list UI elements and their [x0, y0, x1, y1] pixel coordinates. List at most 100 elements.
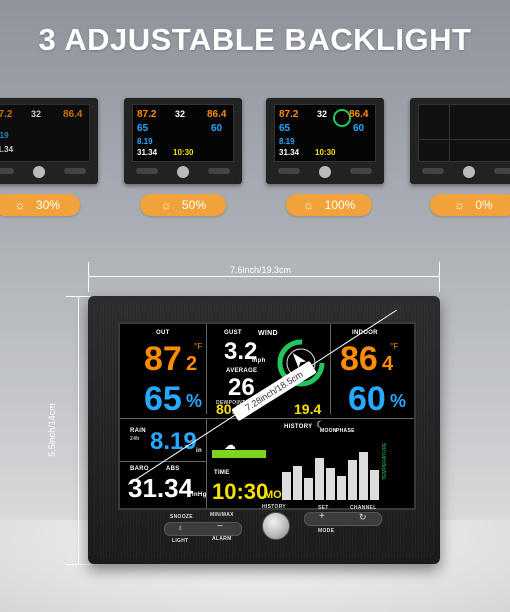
gust-speed: 3.2: [224, 338, 258, 365]
out-label: OUT: [156, 330, 170, 336]
average-label: AVERAGE: [226, 368, 258, 374]
sun-icon: ☼: [303, 198, 315, 212]
baro-unit: inHg: [192, 492, 207, 498]
abs-label: ABS: [166, 466, 180, 472]
backlight-label: 0%: [475, 198, 493, 212]
height-dimension-tick-top: [66, 296, 90, 297]
moon-icon: ☾: [316, 420, 325, 431]
sun-icon: ☼: [453, 198, 465, 212]
thumb-screen-off: [418, 104, 510, 162]
thumb-indoor-temp: 86.4: [63, 109, 83, 120]
snooze-label: SNOOZE: [170, 514, 193, 520]
backlight-pill-100: ☼100%: [286, 194, 372, 216]
thumb-time: 10:30: [173, 148, 194, 157]
history-label: HISTORY: [284, 424, 313, 430]
time-value: 10:30: [212, 479, 269, 504]
thumb-out-temp: 87.2: [0, 109, 13, 120]
minmax-label: MIN/MAX: [210, 512, 234, 518]
indoor-humidity-unit: %: [390, 391, 407, 411]
indoor-label: INDOOR: [352, 330, 378, 336]
backlight-pill-30: ☼ 30%: [0, 194, 80, 216]
out-humidity: 65: [144, 380, 182, 418]
history-knob-button[interactable]: [262, 512, 290, 540]
backlight-pill-0: ☼ 0%: [430, 194, 510, 216]
sun-icon: ☼: [14, 198, 26, 212]
thumb-rain: 8.19: [137, 137, 153, 146]
backlight-label: 50%: [181, 198, 207, 212]
divider: [330, 324, 331, 414]
thumb-humidity: 65: [279, 123, 291, 134]
mode-label: MODE: [318, 528, 335, 534]
indoor-temp-unit: °F: [390, 342, 399, 351]
feels-value: 19.4: [294, 401, 322, 417]
divider: [120, 418, 414, 419]
minus-icon: −: [217, 521, 223, 532]
baro-label: BARO: [130, 466, 149, 472]
phase-label: PHASE: [336, 428, 355, 434]
rain-label: RAIN: [130, 428, 146, 434]
rain-value: 8.19: [150, 428, 197, 455]
thumb-baro: 31.34: [279, 148, 300, 157]
backlight-label: 30%: [35, 198, 61, 212]
divider: [206, 418, 207, 508]
height-dimension-line: [78, 296, 79, 564]
device-screen: OUT 87 2 °F 65 % GUST WIND 3.2 mph AVERA…: [118, 322, 416, 510]
thumb-screen: 87.2 32 86.4 65 60 8.19 31.34 10:30: [132, 104, 234, 162]
light-label: LIGHT: [172, 538, 189, 544]
thumb-baro: 31.34: [137, 148, 158, 157]
bulb-icon: ♁: [177, 523, 183, 532]
width-dimension-label: 7.6inch/19.3cm: [230, 265, 292, 275]
thumb-baro: 31.34: [0, 145, 14, 154]
grass-graphic: [212, 450, 266, 458]
thumb-rain: 8.19: [0, 131, 9, 140]
weather-icon: ☁: [224, 438, 236, 452]
gust-unit: mph: [252, 358, 266, 364]
average-wind: 26: [228, 374, 255, 401]
height-dimension-label: 5.5inch/14cm: [47, 403, 57, 457]
thumbnail-0: [410, 98, 510, 184]
refresh-icon: ↻: [359, 512, 367, 522]
baro-value: 31.34: [128, 473, 194, 503]
out-humidity-unit: %: [186, 391, 203, 411]
moon-label: MOON: [320, 428, 337, 434]
history-bar-graph: [282, 452, 379, 500]
thumb-indoor-hum: 60: [353, 123, 365, 134]
rain-unit: in: [196, 448, 202, 454]
gust-label: GUST: [224, 330, 242, 336]
headline: 3 ADJUSTABLE BACKLIGHT: [38, 22, 472, 57]
thumb-out-temp: 87.2: [137, 109, 157, 120]
thumb-indoor-temp: 86.4: [349, 109, 369, 120]
thumb-indoor-temp: 86.4: [207, 109, 227, 120]
height-dimension-tick-bottom: [66, 564, 90, 565]
width-dimension-tick-right: [439, 262, 440, 292]
thumb-knob: [319, 166, 331, 178]
thumb-wind: 32: [31, 109, 42, 119]
thumb-knob: [33, 166, 45, 178]
wind-label: WIND: [258, 330, 278, 337]
thumb-knob: [177, 166, 189, 178]
thumb-humidity: 65: [137, 123, 149, 134]
thumbnail-30: 87.2 32 86.4 8.19 31.34: [0, 98, 98, 184]
indoor-temperature: 86: [340, 340, 378, 378]
width-dimension-tick-left: [88, 262, 89, 292]
time-label: TIME: [214, 470, 230, 476]
thumb-wind: 32: [175, 109, 186, 119]
dewpoint-label: DEWPOINT: [216, 400, 246, 406]
history-button-label: HISTORY: [262, 504, 287, 510]
indoor-humidity: 60: [348, 380, 386, 418]
thumb-knob: [463, 166, 475, 178]
thumb-indoor-hum: 60: [211, 123, 223, 134]
rain-sub: 24h: [130, 436, 140, 442]
out-temp-unit: °F: [194, 342, 203, 351]
set-label: SET: [318, 505, 329, 511]
thumb-rain: 8.19: [279, 137, 295, 146]
side-temperature-label: TEMPERATURE: [382, 442, 388, 480]
indoor-temperature-decimal: 4: [382, 353, 394, 375]
divider: [206, 324, 207, 414]
set-channel-button[interactable]: + ↻: [304, 511, 382, 526]
thumbnail-100: 87.2 32 86.4 65 60 8.19 31.34 10:30: [266, 98, 384, 184]
alarm-label: ALARM: [212, 536, 232, 542]
light-snooze-button[interactable]: ♁ −: [164, 521, 242, 536]
thumb-wind: 32: [317, 109, 328, 119]
thumbnail-50: 87.2 32 86.4 65 60 8.19 31.34 10:30: [124, 98, 242, 184]
